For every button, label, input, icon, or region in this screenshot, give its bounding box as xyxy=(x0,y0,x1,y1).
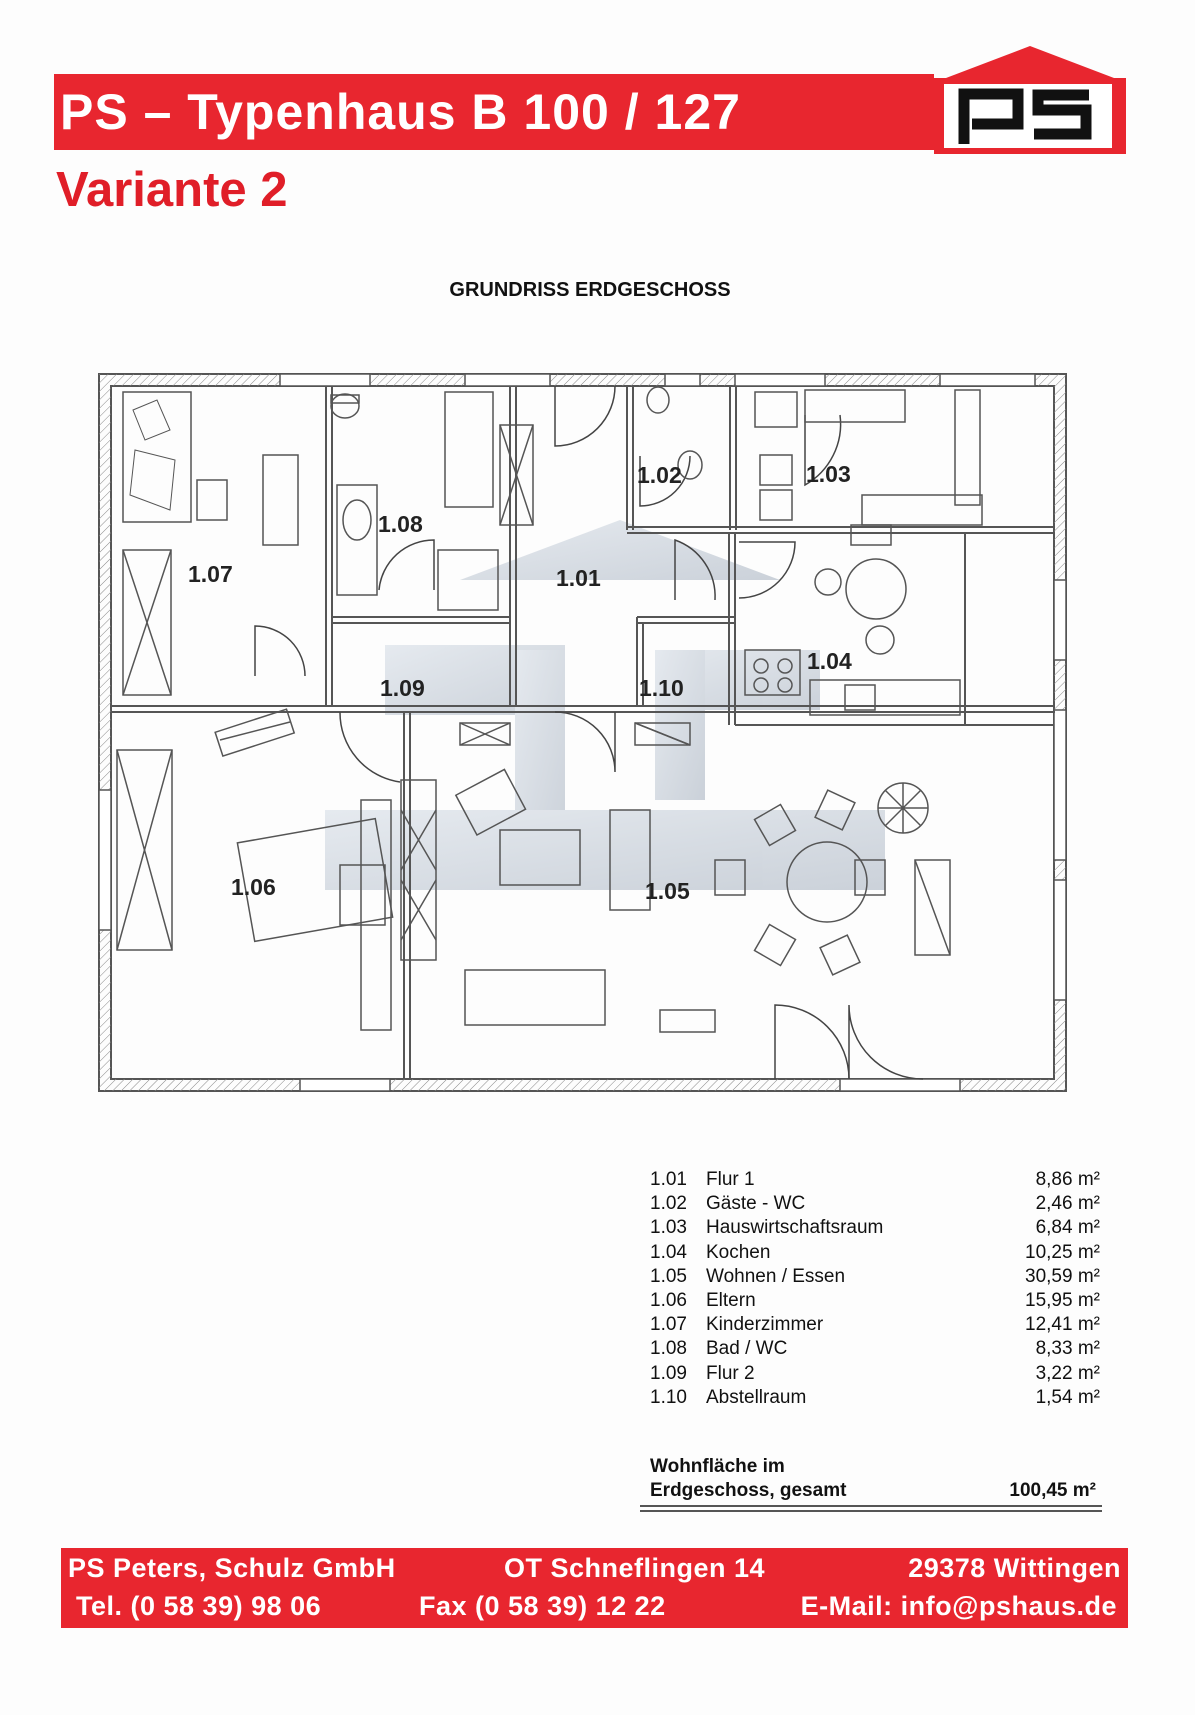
page-title: PS – Typenhaus B 100 / 127 xyxy=(60,84,741,140)
room-area: 3,22 m² xyxy=(1035,1362,1100,1384)
room-area: 2,46 m² xyxy=(1035,1193,1100,1215)
room-label: 1.05 xyxy=(645,878,690,904)
room-label: 1.01 xyxy=(556,565,601,591)
list-item: 1.06 Eltern 15,95 m² xyxy=(650,1289,1100,1313)
footer-fax: Fax (0 58 39) 12 22 xyxy=(419,1591,666,1621)
room-number: 1.09 xyxy=(650,1362,687,1384)
room-area: 1,54 m² xyxy=(1035,1386,1100,1408)
room-number: 1.10 xyxy=(650,1386,687,1408)
room-number: 1.08 xyxy=(650,1338,687,1360)
room-name: Flur 1 xyxy=(706,1169,755,1190)
list-item: 1.04 Kochen 10,25 m² xyxy=(650,1241,1100,1265)
total-value: 100,45 m² xyxy=(1009,1480,1096,1501)
list-item: 1.05 Wohnen / Essen 30,59 m² xyxy=(650,1265,1100,1289)
list-item: 1.08 Bad / WC 8,33 m² xyxy=(650,1337,1100,1361)
room-area: 12,41 m² xyxy=(1025,1314,1100,1336)
list-item: 1.10 Abstellraum 1,54 m² xyxy=(650,1386,1100,1410)
plan-heading: GRUNDRISS ERDGESCHOSS xyxy=(449,279,731,301)
room-label: 1.09 xyxy=(380,675,425,701)
footer-email: E-Mail: info@pshaus.de xyxy=(800,1591,1117,1621)
list-item: 1.02 Gäste - WC 2,46 m² xyxy=(650,1192,1100,1216)
room-name: Abstellraum xyxy=(706,1386,807,1408)
room-name: Gäste - WC xyxy=(706,1193,806,1215)
watermark xyxy=(325,520,885,890)
room-label: 1.06 xyxy=(231,874,276,900)
total-label-line2: Erdgeschoss, gesamt xyxy=(650,1480,847,1501)
room-area: 30,59 m² xyxy=(1025,1265,1100,1287)
room-area: 8,86 m² xyxy=(1035,1169,1100,1190)
divider xyxy=(640,1505,1102,1507)
room-name: Kinderzimmer xyxy=(706,1314,824,1336)
title-banner xyxy=(54,74,934,150)
room-name: Bad / WC xyxy=(706,1338,788,1360)
room-number: 1.03 xyxy=(650,1217,687,1239)
footer-city: 29378 Wittingen xyxy=(908,1553,1121,1583)
room-label: 1.08 xyxy=(378,511,423,537)
footer-company: PS Peters, Schulz GmbH xyxy=(68,1553,396,1583)
total-area: Wohnfläche im Erdgeschoss, gesamt 100,45… xyxy=(650,1455,1102,1503)
room-number: 1.06 xyxy=(650,1289,687,1311)
room-label: 1.03 xyxy=(806,461,851,487)
room-area: 8,33 m² xyxy=(1035,1338,1100,1360)
room-number: 1.01 xyxy=(650,1169,687,1190)
list-item: 1.01 Flur 1 8,86 m² xyxy=(650,1168,1100,1192)
divider xyxy=(640,1510,1102,1512)
total-label-line1: Wohnfläche im xyxy=(650,1456,785,1477)
company-logo xyxy=(934,46,1126,154)
room-label: 1.07 xyxy=(188,561,233,587)
footer-phone: Tel. (0 58 39) 98 06 xyxy=(76,1591,322,1621)
room-number: 1.04 xyxy=(650,1241,687,1263)
variant-label: Variante 2 xyxy=(56,163,288,217)
room-name: Wohnen / Essen xyxy=(706,1265,846,1287)
room-number: 1.05 xyxy=(650,1265,687,1287)
room-name: Hauswirtschaftsraum xyxy=(706,1217,884,1239)
list-item: 1.03 Hauswirtschaftsraum 6,84 m² xyxy=(650,1216,1100,1240)
list-item: 1.09 Flur 2 3,22 m² xyxy=(650,1362,1100,1386)
floor-plan: 1.01 1.02 1.03 1.04 1.05 1.06 1.07 1.08 … xyxy=(98,373,1067,1092)
room-name: Eltern xyxy=(706,1289,756,1311)
room-label: 1.02 xyxy=(637,462,682,488)
list-item: 1.07 Kinderzimmer 12,41 m² xyxy=(650,1313,1100,1337)
room-number: 1.07 xyxy=(650,1314,687,1336)
room-name: Flur 2 xyxy=(706,1362,755,1384)
room-label: 1.10 xyxy=(639,675,684,701)
room-label: 1.04 xyxy=(807,648,852,674)
room-number: 1.02 xyxy=(650,1193,687,1215)
room-area: 10,25 m² xyxy=(1025,1241,1100,1263)
total-row: Erdgeschoss, gesamt 100,45 m² xyxy=(650,1479,1102,1503)
room-area: 6,84 m² xyxy=(1035,1217,1100,1239)
room-area: 15,95 m² xyxy=(1025,1289,1100,1311)
room-name: Kochen xyxy=(706,1241,771,1263)
footer-banner: PS Peters, Schulz GmbH OT Schneflingen 1… xyxy=(61,1548,1128,1628)
footer-street: OT Schneflingen 14 xyxy=(504,1553,766,1583)
